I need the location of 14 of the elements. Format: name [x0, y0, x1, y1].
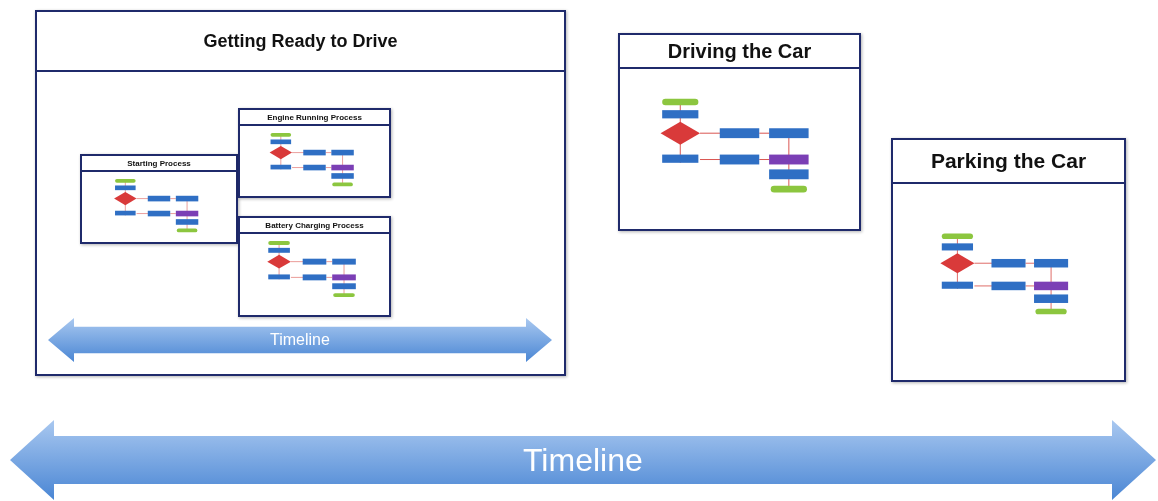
process-panel [891, 138, 1126, 382]
process-panel [238, 216, 391, 317]
panel-title: Parking the Car [930, 149, 1087, 173]
panel-title: Driving the Car [667, 39, 812, 63]
process-panel [35, 10, 566, 376]
process-panel [80, 154, 238, 244]
panel-title: Battery Charging Process [265, 220, 364, 230]
timeline-label: Timeline [270, 331, 330, 349]
panel-title: Getting Ready to Drive [203, 30, 398, 52]
panel-title: Engine Running Process [267, 112, 362, 122]
timeline-label: Timeline [523, 441, 643, 479]
process-panel [618, 33, 861, 231]
process-panel [238, 108, 391, 198]
panel-title: Starting Process [127, 158, 191, 168]
